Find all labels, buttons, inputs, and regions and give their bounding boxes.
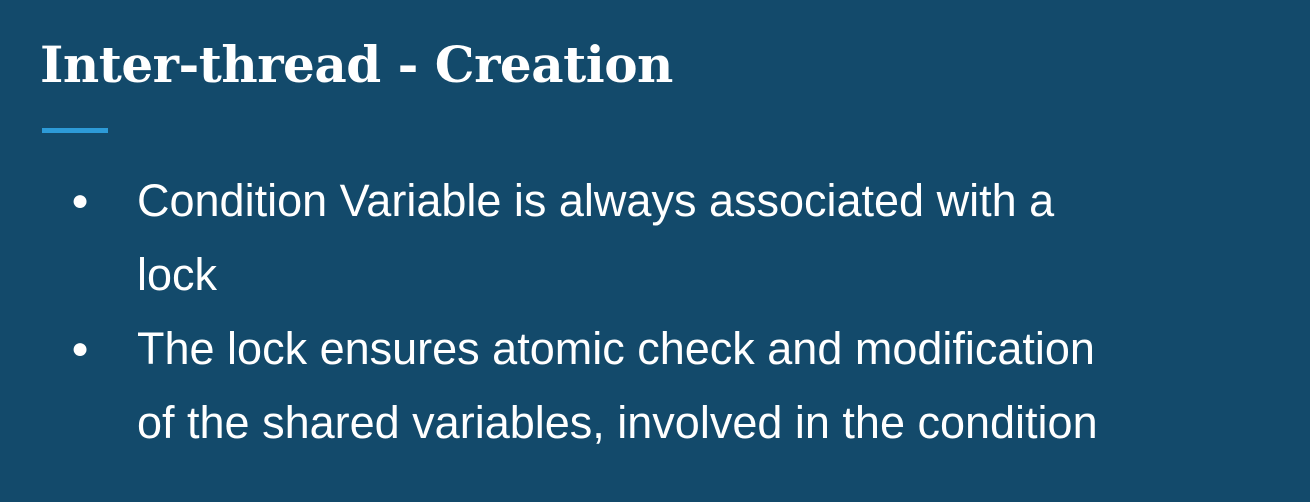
slide-title: Inter-thread - Creation (40, 35, 673, 94)
bullet-dot-icon: ● (71, 184, 90, 217)
bullet-text-line: The lock ensures atomic check and modifi… (137, 323, 1095, 374)
bullet-list: ● Condition Variable is always associate… (0, 164, 1310, 460)
title-accent-rule (42, 128, 108, 133)
bullet-text-line: Condition Variable is always associated … (137, 175, 1055, 226)
bullet-item: ● The lock ensures atomic check and modi… (0, 312, 1310, 460)
bullet-text-line: lock (137, 249, 218, 300)
bullet-dot-icon: ● (71, 332, 90, 365)
bullet-text-line: of the shared variables, involved in the… (137, 397, 1098, 448)
bullet-item: ● Condition Variable is always associate… (0, 164, 1310, 312)
